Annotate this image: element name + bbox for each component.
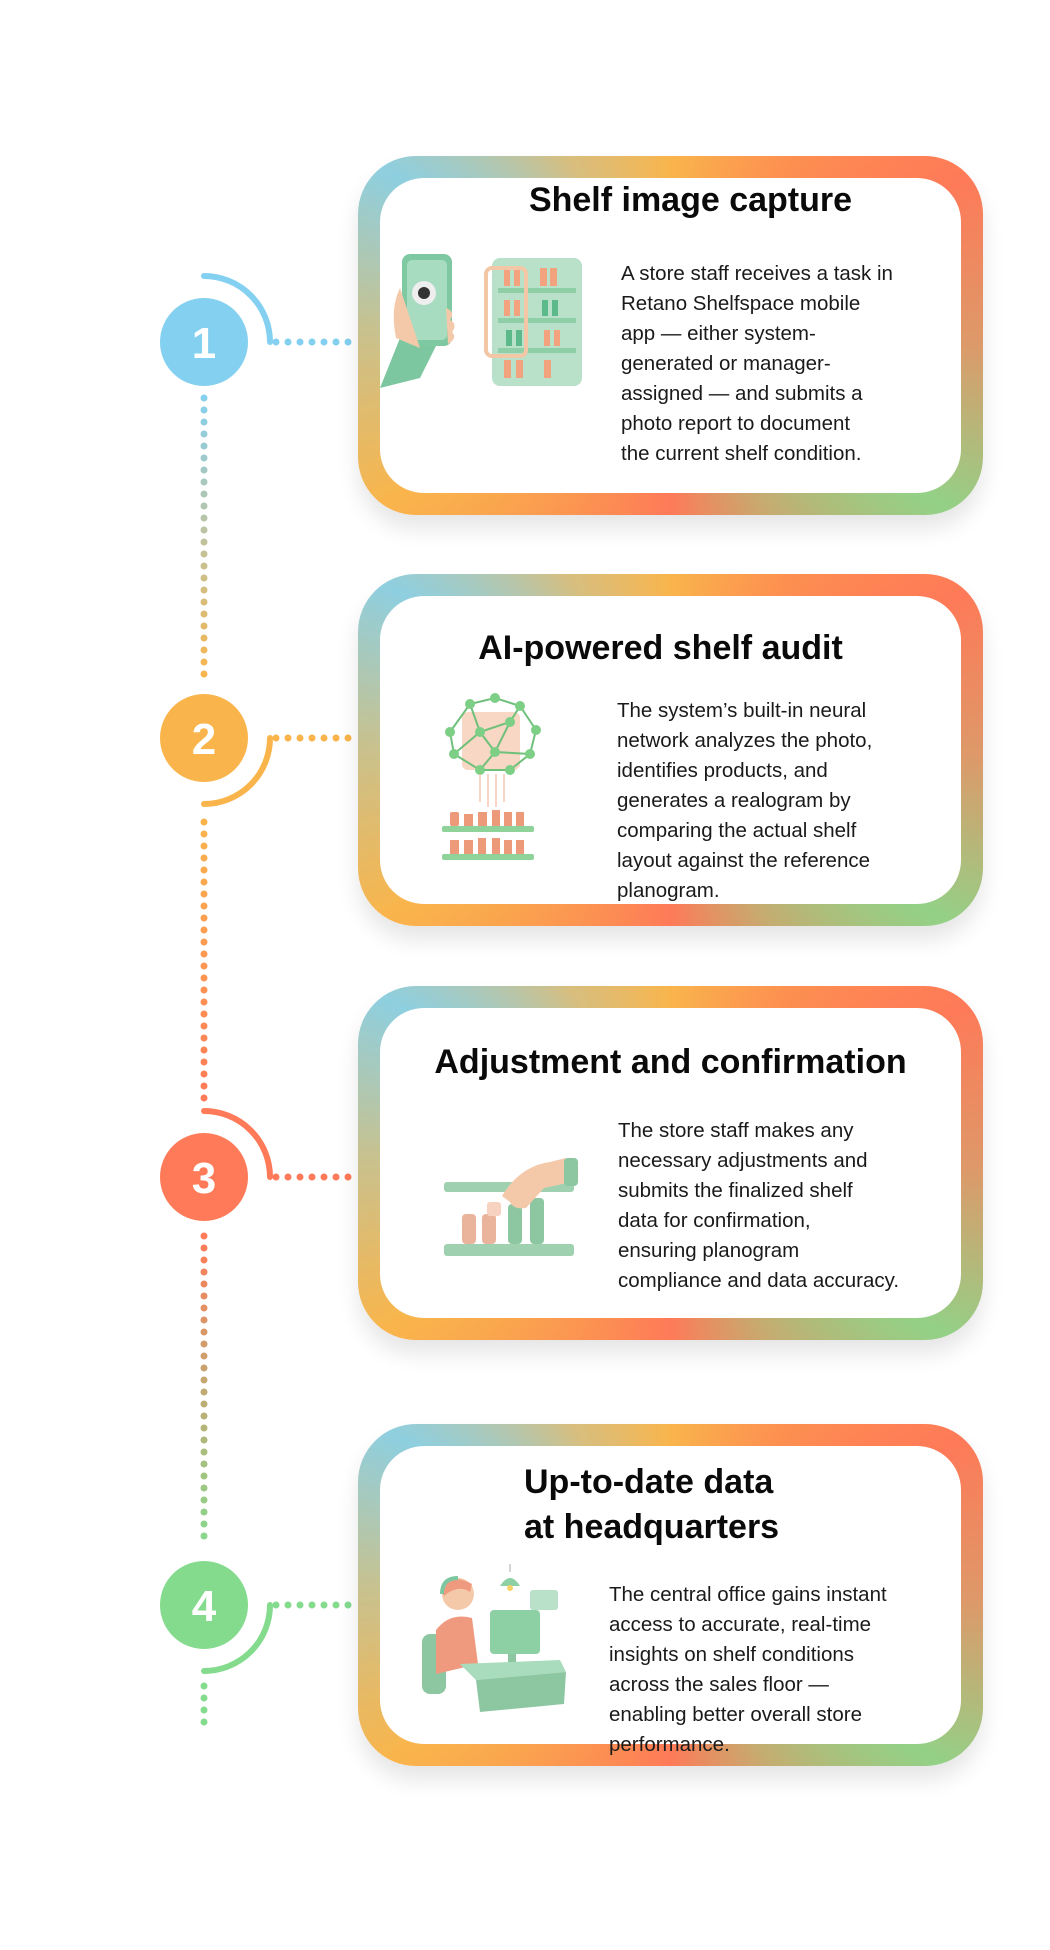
step-title-line-2: at headquarters [524,1508,780,1546]
step-badge-1: 1 [160,298,248,386]
step-description: The store staff makes any necessary adju… [618,1119,900,1292]
hand-adjusting-shelf-illustration [444,1158,578,1256]
step-badge-3: 3 [160,1133,248,1221]
arc-3 [201,1108,273,1180]
step-badge-2: 2 [160,694,248,782]
office-worker-at-computer-illustration [422,1564,566,1712]
phone-photographing-shelf-illustration [380,254,582,388]
step-title: AI-powered shelf audit [478,629,843,667]
neural-network-shelf-illustration [442,693,541,860]
step-title: Shelf image capture [528,181,853,219]
step-number: 1 [192,319,216,368]
timeline: 1 2 3 4 [160,273,358,1738]
step-number: 2 [192,715,216,764]
step-title: Adjustment and confirmation [434,1043,907,1081]
step-badge-4: 4 [160,1561,248,1649]
step-number: 4 [192,1582,217,1631]
step-description: The central office gains instant access … [609,1583,887,1756]
arc-4 [201,1602,273,1674]
step-card-3: Adjustment and confirmation The store st… [358,986,983,1340]
step-title-line-1: Up-to-date data [524,1463,774,1501]
step-description: A store staff receives a task in Retano … [621,262,893,465]
step-card-4: Up-to-date data at headquarters The cent… [358,1424,983,1766]
arc-1 [201,273,273,345]
step-number: 3 [192,1154,216,1203]
arc-2 [201,735,273,807]
step-description: The system’s built-in neural network ana… [617,699,873,902]
step-card-2: AI-powered shelf audit The system’s buil… [358,574,983,926]
step-card-1: Shelf image capture A store staff receiv… [358,156,983,515]
